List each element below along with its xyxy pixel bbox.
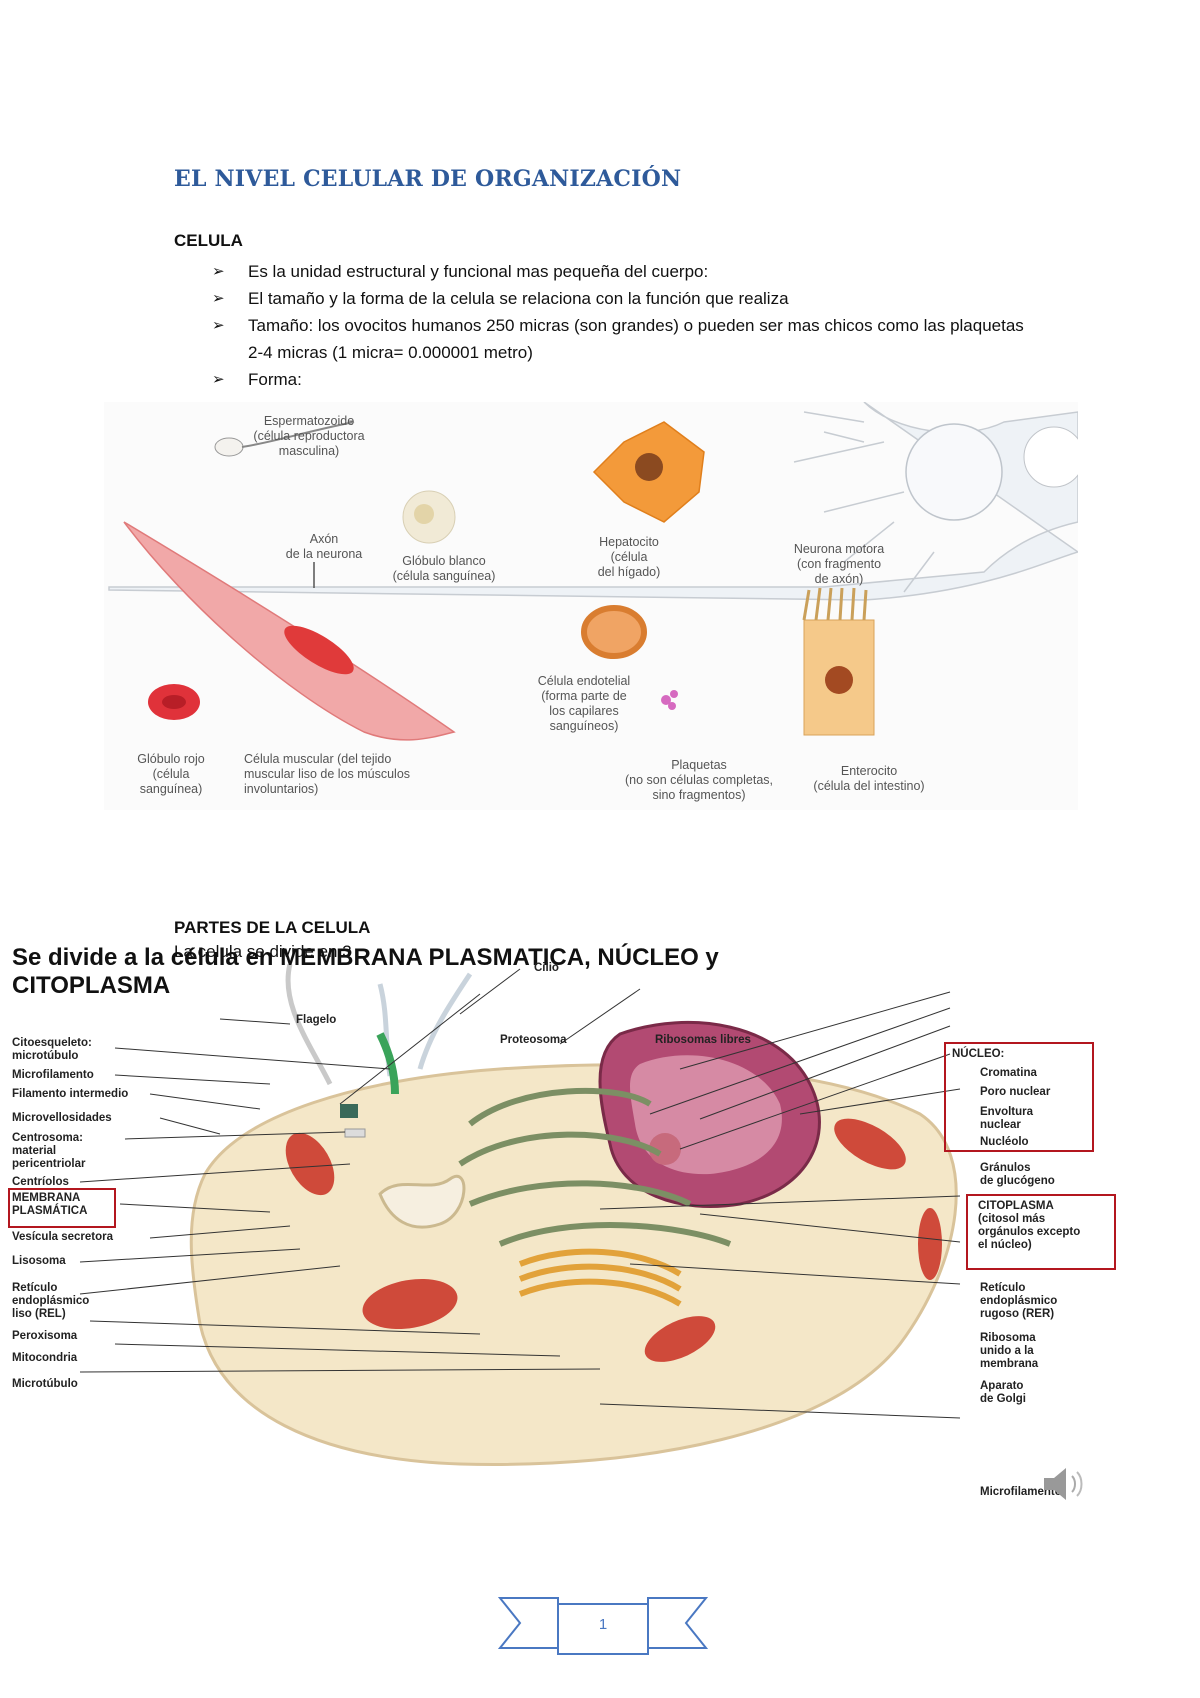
cell-parts-figure: Se divide a la célula en MEMBRANA PLASMA… xyxy=(0,944,1118,1529)
cell-parts-illustration xyxy=(79,964,961,1466)
bullet-item: ➢Tamaño: los ovocitos humanos 250 micras… xyxy=(206,312,1026,366)
arrow-bullet-icon: ➢ xyxy=(212,317,225,334)
label-microvellosidades: Microvellosidades xyxy=(12,1112,112,1124)
label-filamento-intermedio: Filamento intermedio xyxy=(12,1088,129,1100)
label-centrosoma: Centrosoma: material pericentriolar xyxy=(12,1132,86,1170)
arrow-bullet-icon: ➢ xyxy=(212,263,225,280)
label-axon: Axón de la neurona xyxy=(285,532,363,561)
cell-shapes-illustration xyxy=(104,401,1085,810)
label-microtubulo: Microtúbulo xyxy=(12,1378,78,1390)
label-membrana-plasmatica: MEMBRANA PLASMÁTICA xyxy=(12,1192,88,1217)
bullet-item: ➢Forma: xyxy=(206,366,1026,393)
label-neurona-motora: Neurona motora (con fragmento de axón) xyxy=(793,542,885,586)
label-espermatozoide: Espermatozoide (célula reproductora masc… xyxy=(253,414,365,458)
label-microfilamento: Microfilamento xyxy=(12,1069,94,1081)
label-vesicula-secretora: Vesícula secretora xyxy=(12,1231,114,1243)
label-rel: Retículo endoplásmico liso (REL) xyxy=(12,1282,90,1320)
label-peroxisoma: Peroxisoma xyxy=(12,1330,78,1342)
label-nucleo: NÚCLEO: xyxy=(952,1048,1005,1060)
arrow-bullet-icon: ➢ xyxy=(212,371,225,388)
label-nucleolo: Nucléolo xyxy=(980,1136,1029,1148)
label-plaquetas: Plaquetas (no son células completas, sin… xyxy=(625,758,773,802)
membrana-highlight-box xyxy=(8,1188,116,1228)
speaker-icon[interactable] xyxy=(1040,1464,1088,1504)
label-flagelo: Flagelo xyxy=(296,1014,337,1026)
bullet-item: ➢Es la unidad estructural y funcional ma… xyxy=(206,258,1026,285)
label-ribosoma-unido: Ribosoma unido a la membrana xyxy=(980,1332,1039,1370)
label-celula-endotelial: Célula endotelial (forma parte de los ca… xyxy=(537,674,631,733)
page-number-ribbon xyxy=(498,1597,708,1655)
bullet-item: ➢El tamaño y la forma de la celula se re… xyxy=(206,285,1026,312)
bullet-list: ➢Es la unidad estructural y funcional ma… xyxy=(206,258,1026,393)
label-citoplasma: CITOPLASMA (citosol más orgánulos except… xyxy=(978,1200,1081,1251)
label-rer: Retículo endoplásmico rugoso (RER) xyxy=(980,1282,1058,1320)
cell-diagram-banner: Se divide a la célula en MEMBRANA PLASMA… xyxy=(12,944,719,999)
nucleo-highlight-box xyxy=(944,1042,1094,1152)
label-enterocito: Enterocito (célula del intestino) xyxy=(813,764,925,793)
label-hepatocito: Hepatocito (célula del hígado) xyxy=(597,535,661,579)
label-poro-nuclear: Poro nuclear xyxy=(980,1086,1051,1098)
label-granulos-glucogeno: Gránulos de glucógeno xyxy=(980,1162,1055,1187)
label-ribosomas-libres: Ribosomas libres xyxy=(655,1034,751,1046)
section-heading-partes: PARTES DE LA CELULA xyxy=(174,918,371,937)
label-cilio: Cilio xyxy=(534,962,559,974)
label-lisosoma: Lisosoma xyxy=(12,1255,66,1267)
page-number: 1 xyxy=(598,1616,608,1633)
document-title: EL NIVEL CELULAR DE ORGANIZACIÓN xyxy=(174,166,682,192)
arrow-bullet-icon: ➢ xyxy=(212,290,225,307)
label-celula-muscular: Célula muscular (del tejido muscular lis… xyxy=(244,752,411,796)
section-heading-celula: CELULA xyxy=(174,231,243,250)
label-aparato-golgi: Aparato de Golgi xyxy=(980,1380,1026,1405)
citoplasma-highlight-box xyxy=(966,1194,1116,1270)
label-envoltura-nuclear: Envoltura nuclear xyxy=(980,1106,1034,1131)
label-globulo-rojo: Glóbulo rojo (célula sanguínea) xyxy=(137,752,205,796)
label-proteosoma: Proteosoma xyxy=(500,1034,567,1046)
label-centriolos: Centríolos xyxy=(12,1176,69,1188)
cell-shapes-figure: Espermatozoide (célula reproductora masc… xyxy=(104,401,1085,810)
label-citoesqueleto: Citoesqueleto: microtúbulo xyxy=(12,1037,92,1062)
section-subtitle: La celula se divide en 3 xyxy=(174,942,352,961)
label-microfilamento-right: Microfilamento xyxy=(980,1486,1062,1498)
label-globulo-blanco: Glóbulo blanco (célula sanguínea) xyxy=(392,554,496,583)
label-cromatina: Cromatina xyxy=(980,1067,1037,1079)
label-mitocondria: Mitocondria xyxy=(12,1352,78,1364)
